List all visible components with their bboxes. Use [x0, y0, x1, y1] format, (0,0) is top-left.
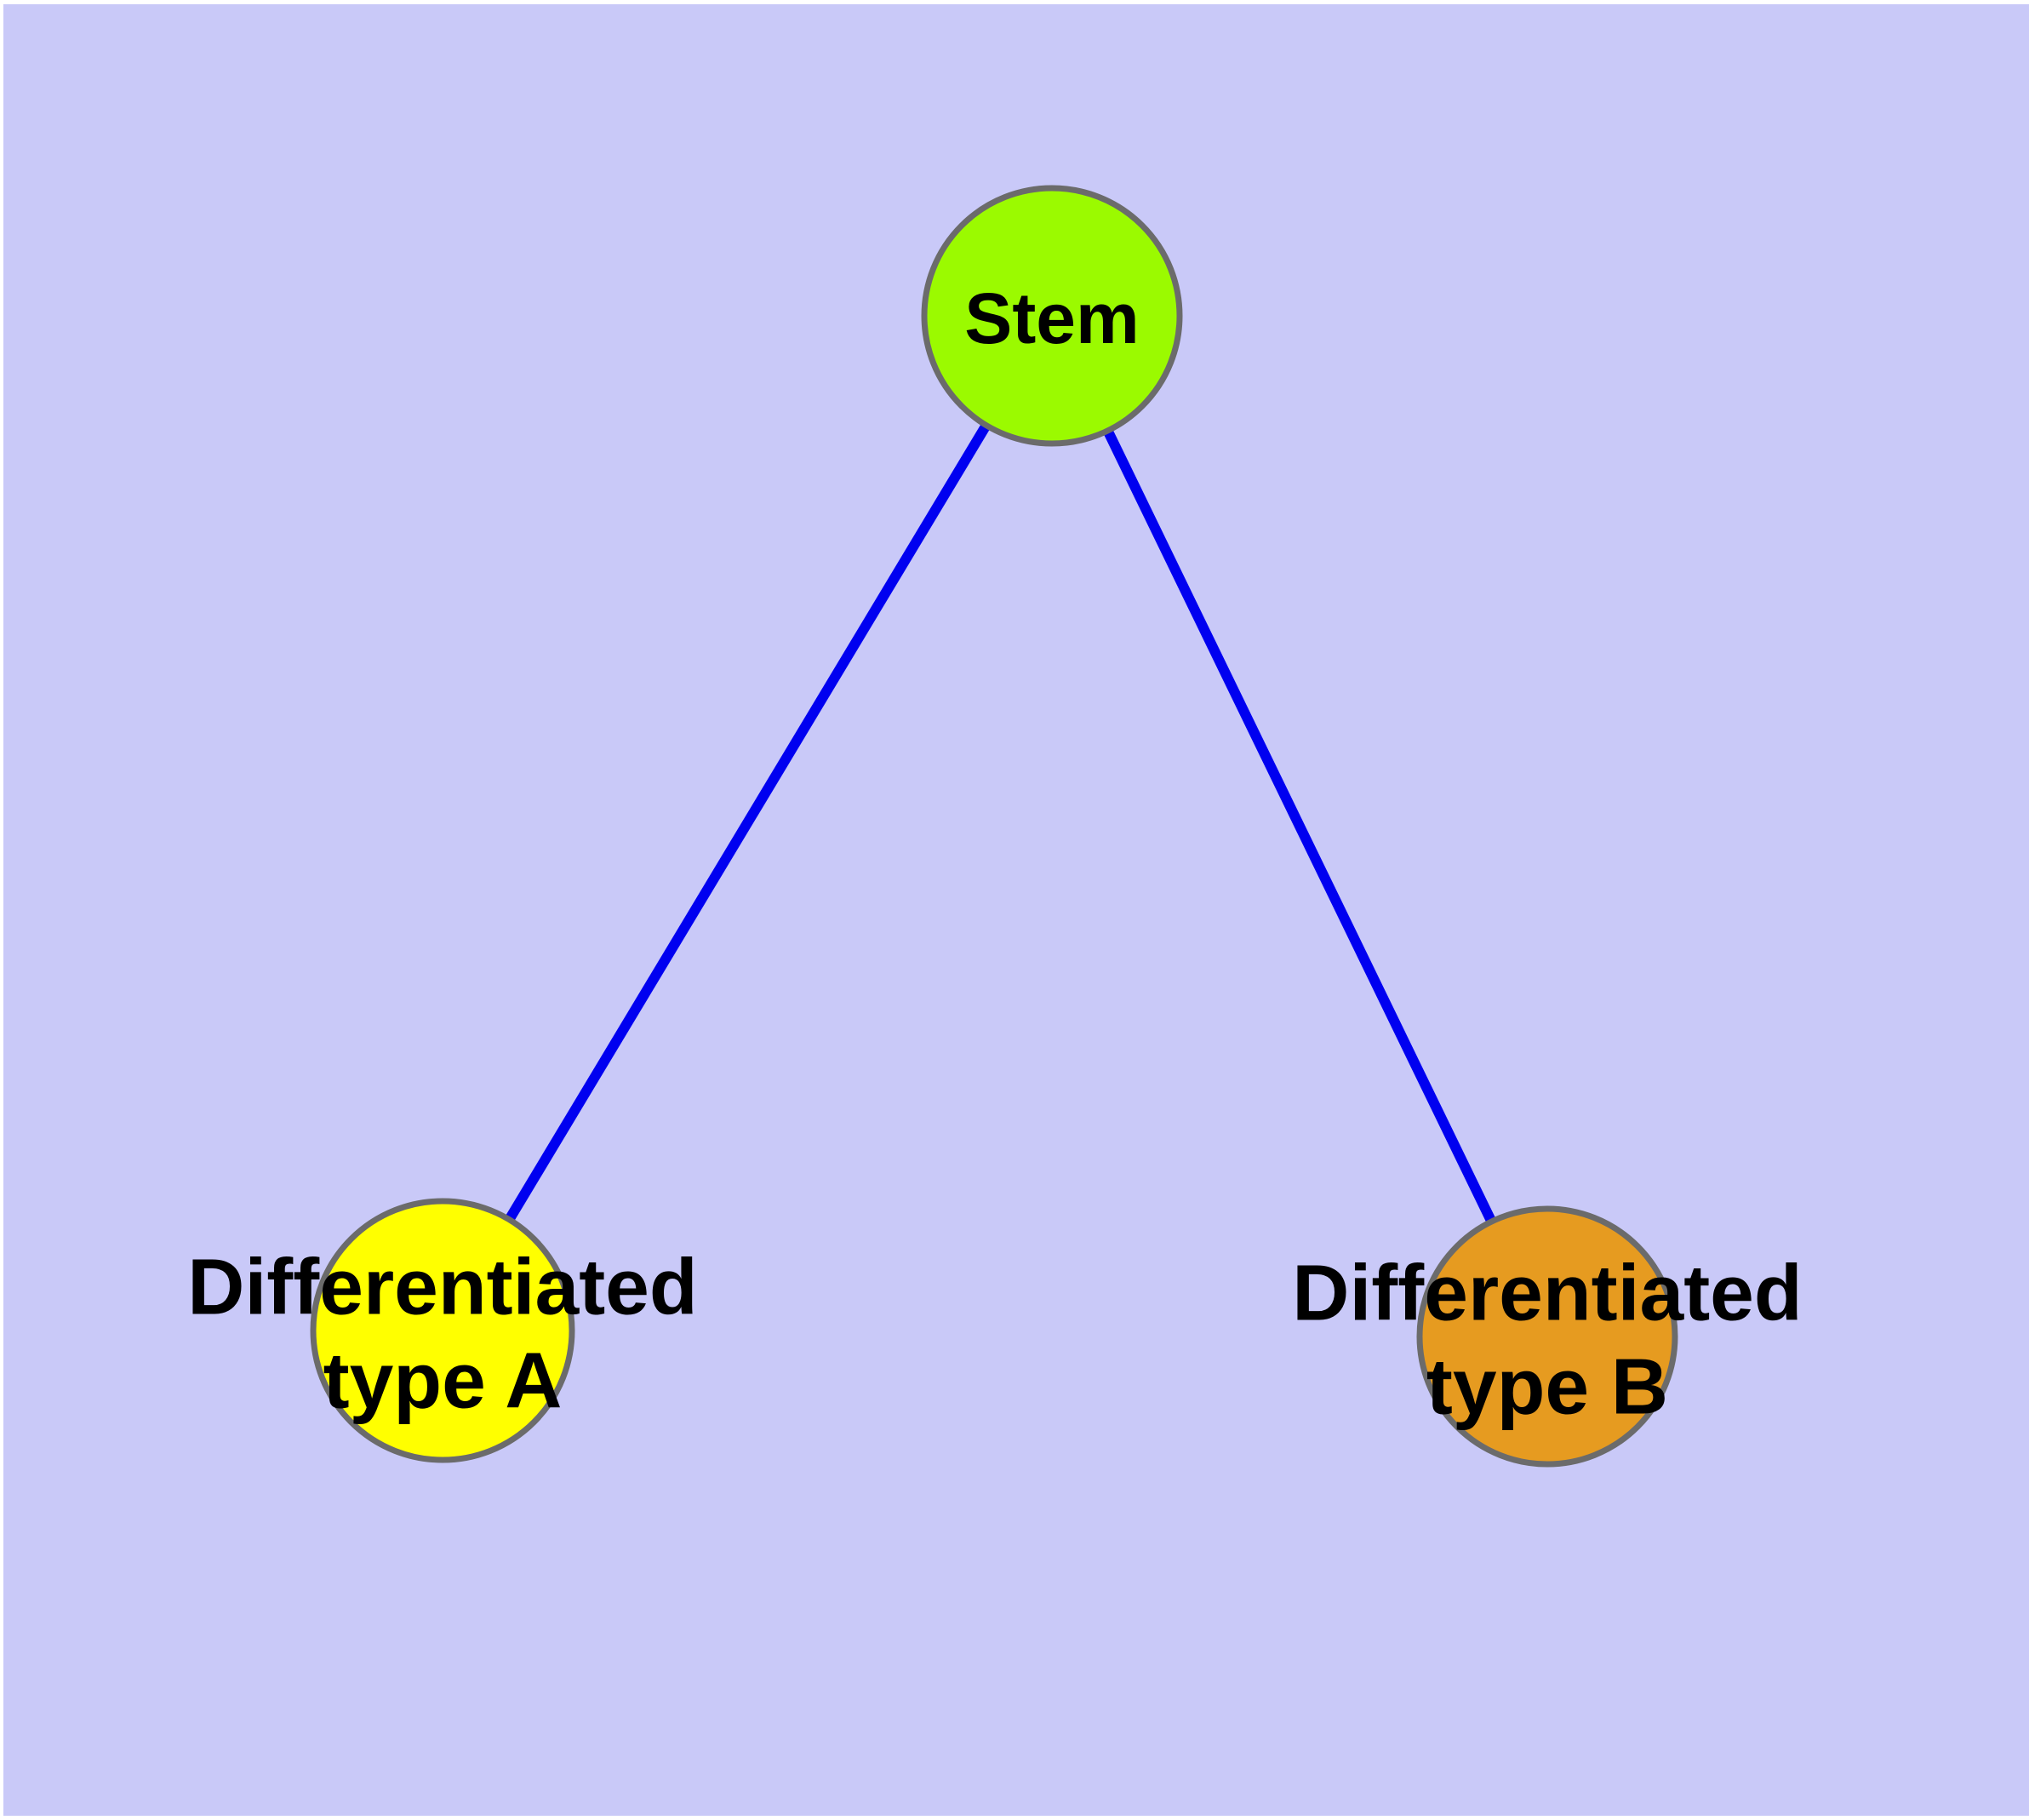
node-label-stem: Stem: [964, 278, 1139, 358]
edge-stem-to-diff-b: [1047, 313, 1552, 1339]
node-diff-a: [310, 1198, 575, 1463]
edge-stem-to-diff-a: [437, 312, 1057, 1334]
node-diff-b: [1416, 1205, 1678, 1468]
node-stem: [921, 185, 1183, 447]
